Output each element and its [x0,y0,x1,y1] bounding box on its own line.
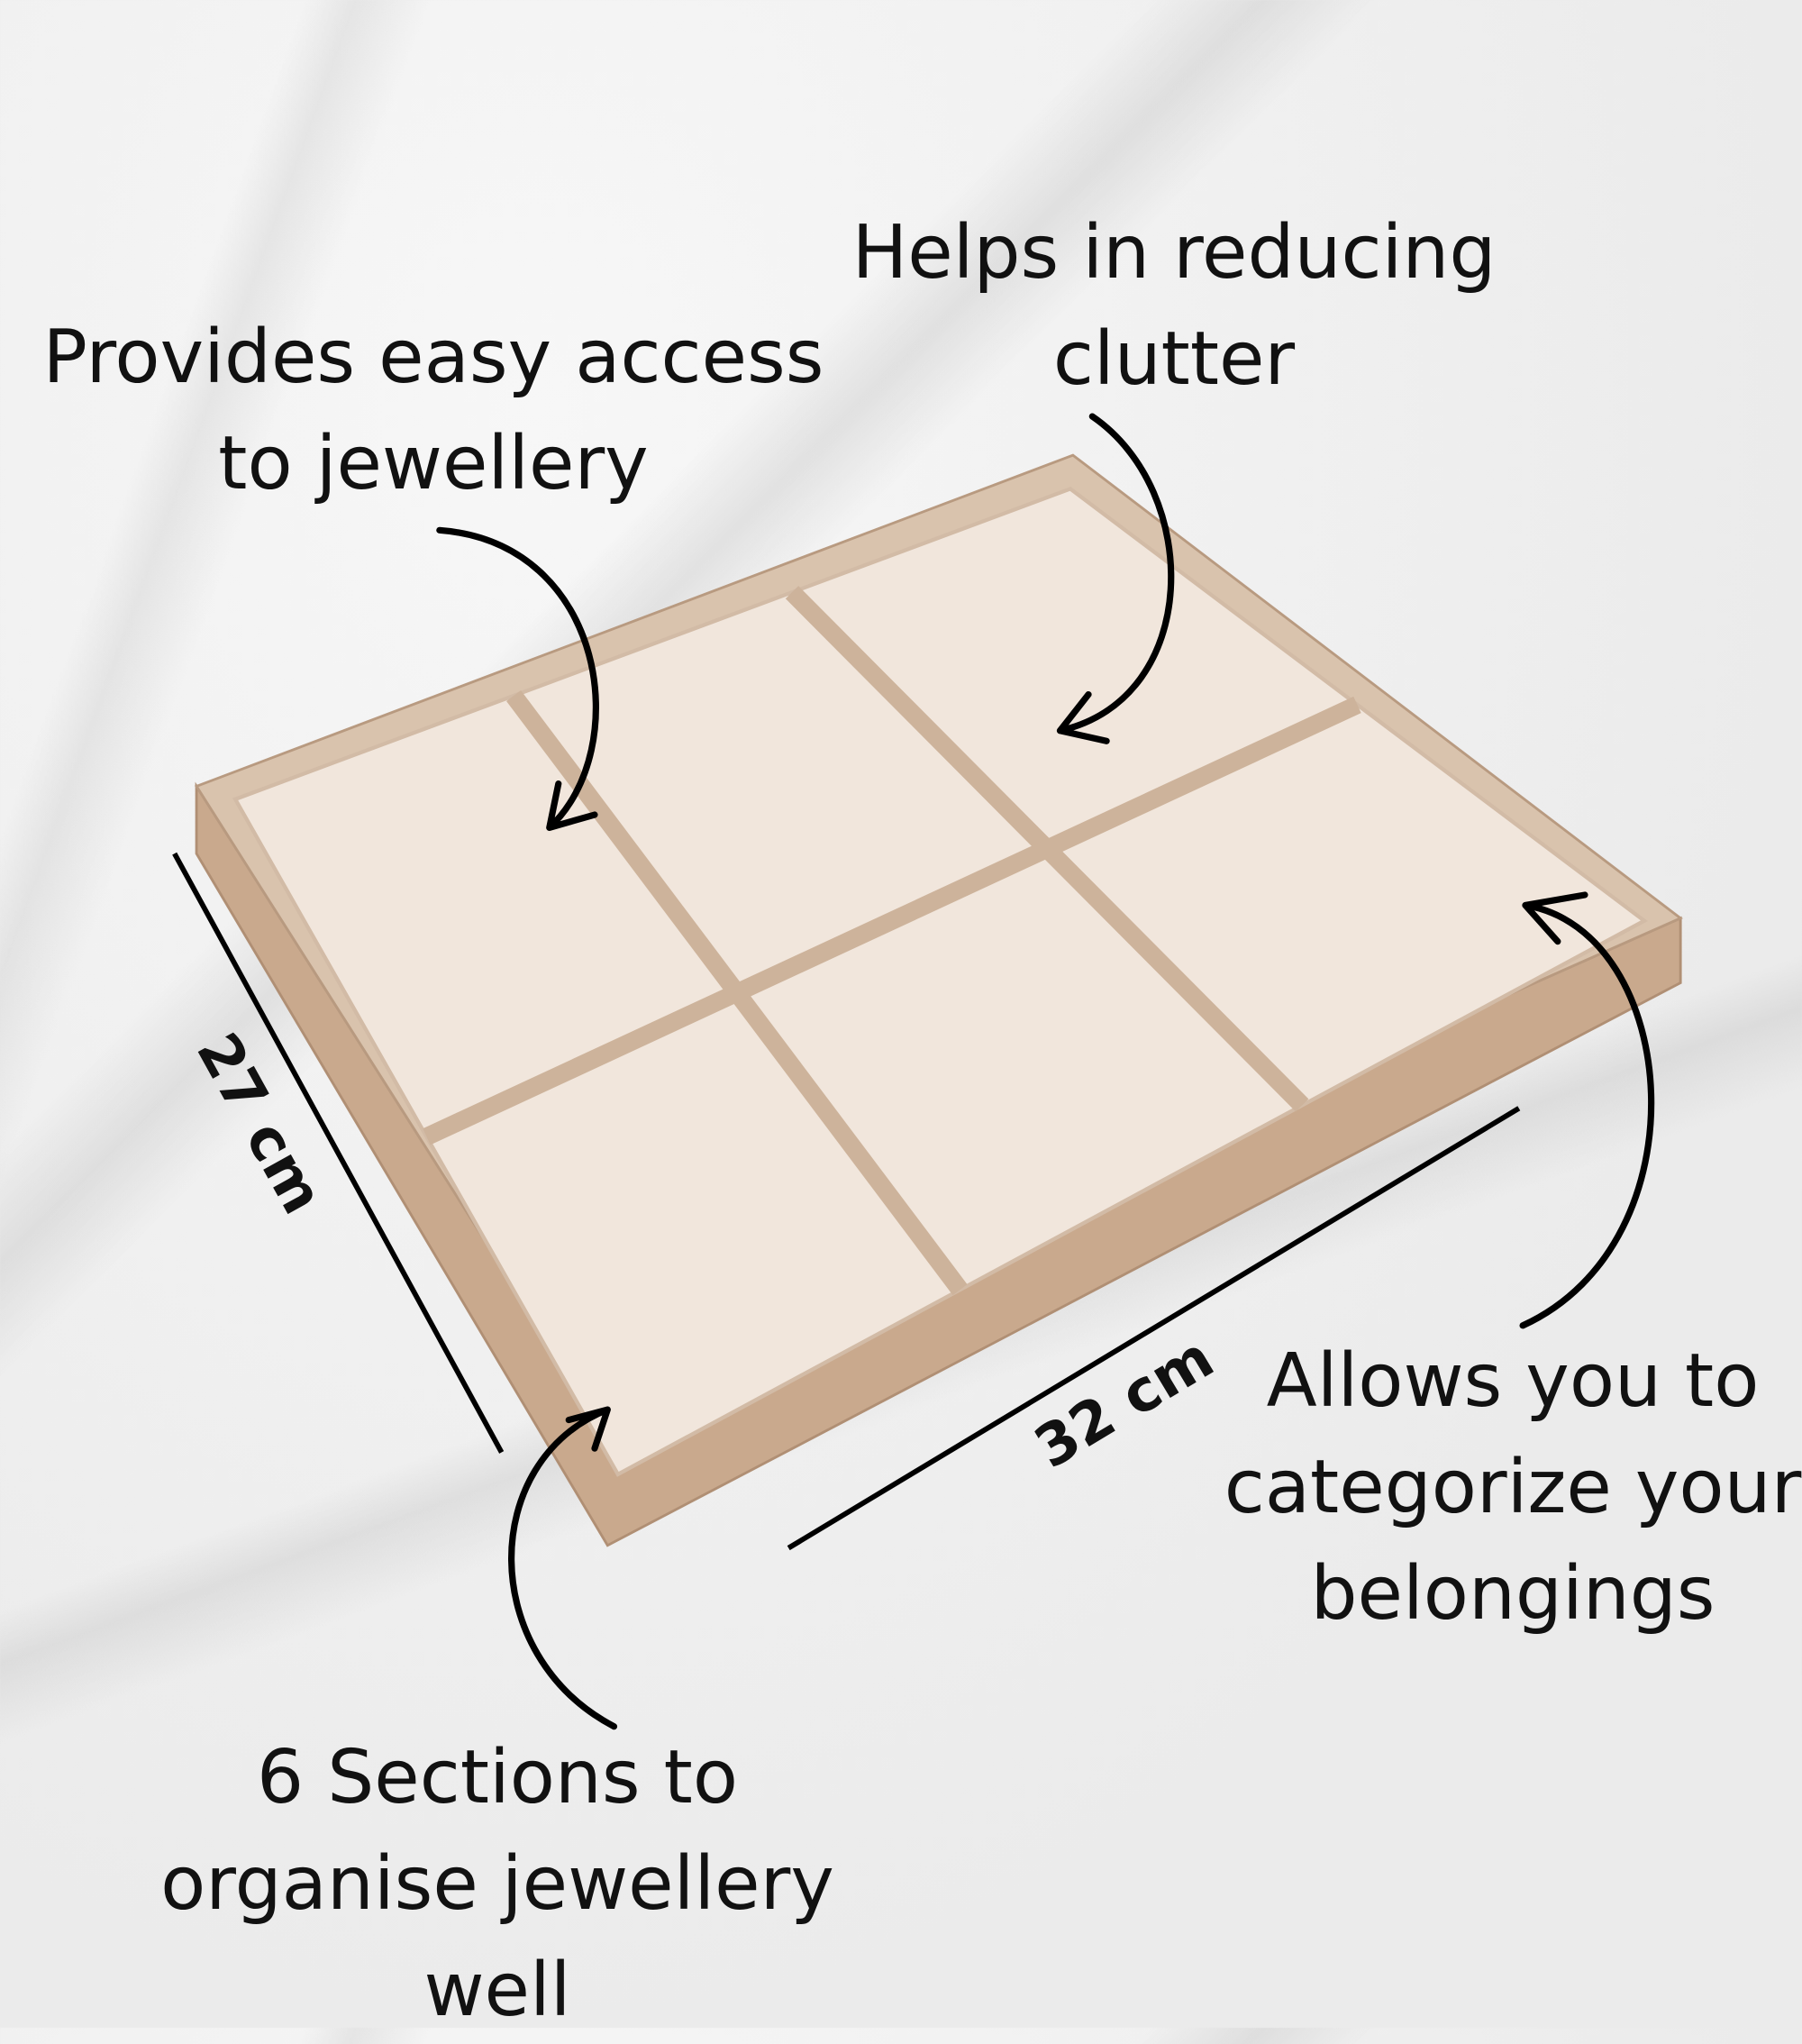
curved-arrow-icon [436,526,599,831]
caption-easy-access: Provides easy access to jewellery [42,305,824,517]
width-dimension-line [787,1106,1521,1551]
depth-dimension-line [172,852,505,1454]
caption-line: Helps in reducing [851,210,1497,296]
caption-line: Provides easy access [42,315,824,400]
curved-arrow-icon [1056,413,1175,744]
caption-line: belongings [1310,1551,1716,1637]
tray-divider [423,696,1361,1145]
caption-reduce-clutter: Helps in reducing clutter [852,200,1497,413]
caption-line: well [423,1948,571,2033]
caption-line: categorize your [1224,1445,1802,1530]
tray-dividers [423,586,1361,1296]
curved-arrow-icon [1519,891,1655,1329]
caption-line: Allows you to [1266,1338,1760,1424]
caption-line: 6 Sections to [256,1735,739,1820]
caption-line: organise jewellery [160,1841,834,1927]
caption-line: to jewellery [218,421,649,506]
caption-sections: 6 Sections to organise jewellery well [160,1725,834,2044]
caption-categorize: Allows you to categorize your belongings [1224,1328,1802,1647]
caption-line: clutter [1052,316,1296,402]
curved-arrow-icon [508,1406,618,1730]
